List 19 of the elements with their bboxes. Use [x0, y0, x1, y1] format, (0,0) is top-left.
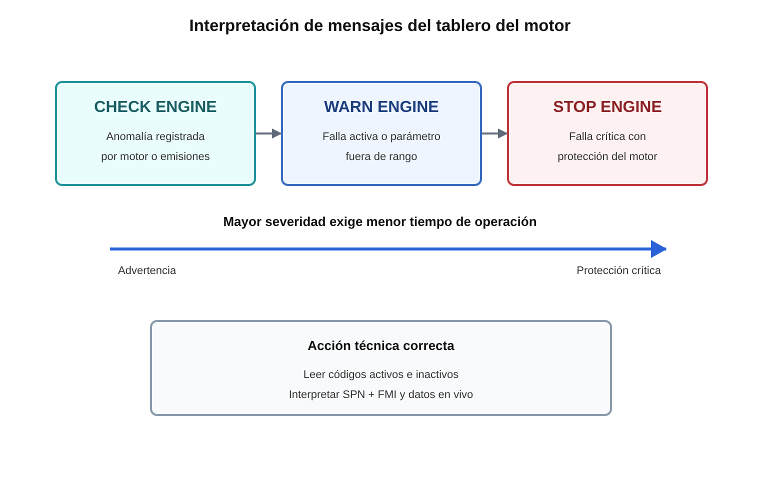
- action-panel: [150, 320, 612, 416]
- diagram-title: Interpretación de mensajes del tablero del motor: [188, 17, 572, 36]
- box-description: Falla activa o parámetro fuera de rango: [322, 130, 442, 165]
- box-description: Interpretar SPN + FMI y datos en vivo: [288, 388, 474, 403]
- box-heading: Acción técnica correcta: [308, 338, 454, 353]
- arrow: [482, 128, 508, 138]
- box-heading: STOP ENGINE: [553, 99, 662, 117]
- status-box: [55, 81, 256, 186]
- box-description: Leer códigos activos e inactivos: [303, 368, 459, 383]
- scale-heading: Mayor severidad exige menor tiempo de operación: [223, 214, 537, 229]
- status-box: [507, 81, 708, 186]
- scale-end-label: Protección crítica: [576, 265, 661, 277]
- arrow: [256, 128, 282, 138]
- scale-start-label: Advertencia: [118, 265, 176, 277]
- box-description: Anomalía registrada por motor o emisiones: [100, 130, 211, 165]
- box-heading: CHECK ENGINE: [94, 99, 217, 117]
- status-box: [281, 81, 482, 186]
- box-heading: WARN ENGINE: [324, 99, 439, 117]
- box-description: Falla crítica con protección del motor: [556, 130, 658, 165]
